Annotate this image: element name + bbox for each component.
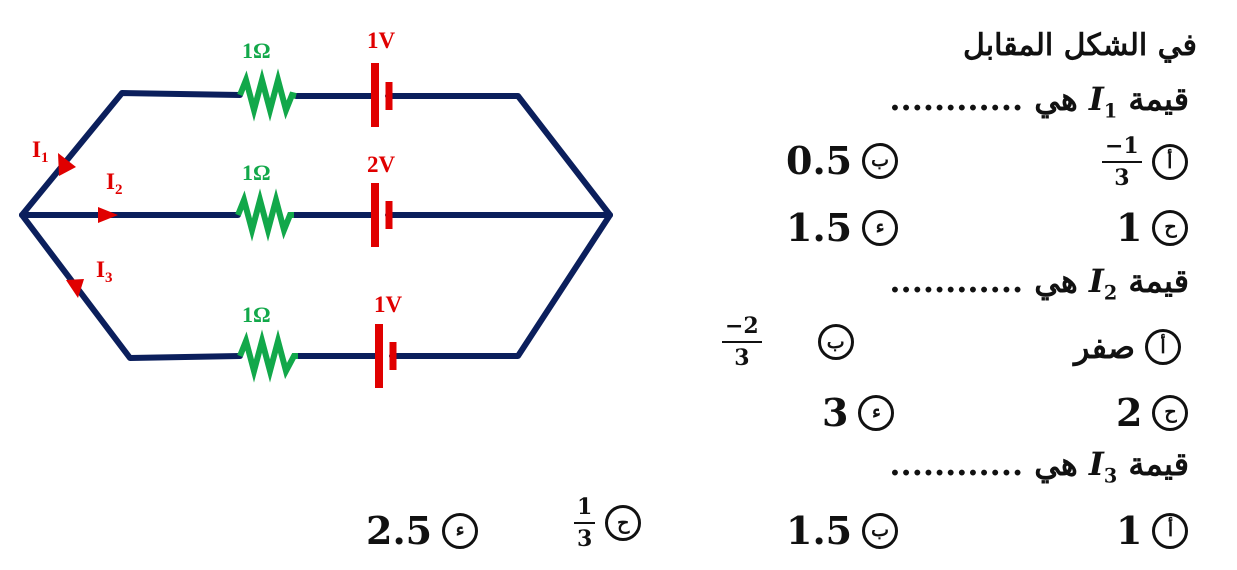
- battery-middle: [371, 183, 393, 247]
- circuit-wires: [19, 90, 613, 361]
- q1-option-d-value: 1.5: [786, 205, 853, 250]
- battery-label-middle: 2V: [367, 152, 396, 177]
- q3-option-a[interactable]: 1 أ: [1116, 508, 1189, 553]
- circuit-diagram: 1Ω 1V 1Ω 2V 1Ω 1V I1 I2 I3: [19, 28, 613, 388]
- q2-variable: I2: [1088, 262, 1118, 305]
- q2-option-d[interactable]: 3 ء: [822, 390, 895, 435]
- resistor-label-middle: 1Ω: [242, 160, 271, 185]
- q1-prefix: قيمة: [1128, 80, 1189, 118]
- q3-option-d-value: 2.5: [366, 508, 433, 553]
- battery-label-top: 1V: [367, 28, 396, 53]
- q3-option-d[interactable]: 2.5 ء: [366, 508, 479, 553]
- q3-option-c-badge: ح: [605, 505, 642, 541]
- q2-option-c-badge: ح: [1152, 394, 1189, 431]
- q1-option-d[interactable]: 1.5 ء: [786, 205, 899, 250]
- q1-option-c[interactable]: 1 ح: [1116, 205, 1189, 250]
- current-label-i1: I1: [32, 137, 48, 166]
- q1-option-b-badge: ب: [862, 142, 899, 179]
- q1-option-a-badge: أ: [1151, 144, 1188, 180]
- bottom-branch-wire-right: [389, 212, 613, 359]
- q3-option-b[interactable]: 1.5 ب: [786, 508, 899, 553]
- q2-dots: ............: [889, 262, 1024, 300]
- q3-option-a-value: 1: [1116, 508, 1143, 553]
- current-arrow-i3: [66, 279, 84, 298]
- q3-option-d-badge: ء: [442, 512, 479, 549]
- q1-dots: ............: [889, 80, 1024, 118]
- current-label-i2: I2: [106, 169, 122, 198]
- resistor-top: [237, 68, 297, 122]
- q3-option-b-badge: ب: [862, 512, 899, 549]
- current-label-i3: I3: [96, 257, 112, 286]
- battery-bottom: [375, 324, 397, 388]
- q1-option-d-badge: ء: [862, 209, 899, 246]
- q3-option-b-value: 1.5: [786, 508, 853, 553]
- q2-option-a-badge: أ: [1145, 329, 1182, 365]
- q2-option-b-badge: ب: [817, 324, 854, 360]
- current-arrow-i1: [58, 153, 76, 176]
- q2-option-c-value: 2: [1116, 390, 1143, 435]
- resistor-bottom: [237, 329, 298, 383]
- q3-prefix: قيمة: [1128, 445, 1189, 483]
- q3-variable: I3: [1088, 445, 1118, 488]
- q2-option-a-value: صفر: [1074, 328, 1136, 366]
- q2-option-d-badge: ء: [858, 394, 895, 431]
- q1-option-b[interactable]: 0.5 ب: [786, 138, 899, 183]
- question-2-line: قيمة I2 هي ............: [889, 262, 1189, 304]
- question-3-line: قيمة I3 هي ............: [889, 445, 1189, 487]
- q1-option-b-value: 0.5: [786, 138, 853, 183]
- current-arrow-i2: [98, 207, 118, 223]
- q1-option-c-badge: ح: [1152, 209, 1189, 246]
- q2-option-a[interactable]: صفر أ: [1074, 328, 1182, 366]
- q3-dots: ............: [889, 445, 1024, 483]
- q1-variable: I1: [1088, 80, 1118, 123]
- q2-suffix: هي: [1034, 262, 1078, 300]
- question-1-line: قيمة I1 هي ............: [889, 80, 1189, 122]
- q1-suffix: هي: [1034, 80, 1078, 118]
- battery-top: [371, 63, 393, 127]
- top-branch-wire-right: [385, 93, 613, 218]
- q2-prefix: قيمة: [1128, 262, 1189, 300]
- q2-option-c[interactable]: 2 ح: [1116, 390, 1189, 435]
- top-branch-wire-left: [19, 90, 243, 218]
- resistor-middle: [235, 188, 294, 242]
- q3-option-a-badge: أ: [1152, 512, 1189, 549]
- q1-option-c-value: 1: [1116, 205, 1143, 250]
- resistor-label-bottom: 1Ω: [242, 302, 271, 327]
- question-heading: في الشكل المقابل: [963, 28, 1197, 63]
- q2-option-d-value: 3: [822, 390, 849, 435]
- q3-suffix: هي: [1034, 445, 1078, 483]
- bottom-branch-wire-left: [19, 212, 243, 361]
- battery-label-bottom: 1V: [374, 292, 403, 317]
- resistor-label-top: 1Ω: [242, 38, 271, 63]
